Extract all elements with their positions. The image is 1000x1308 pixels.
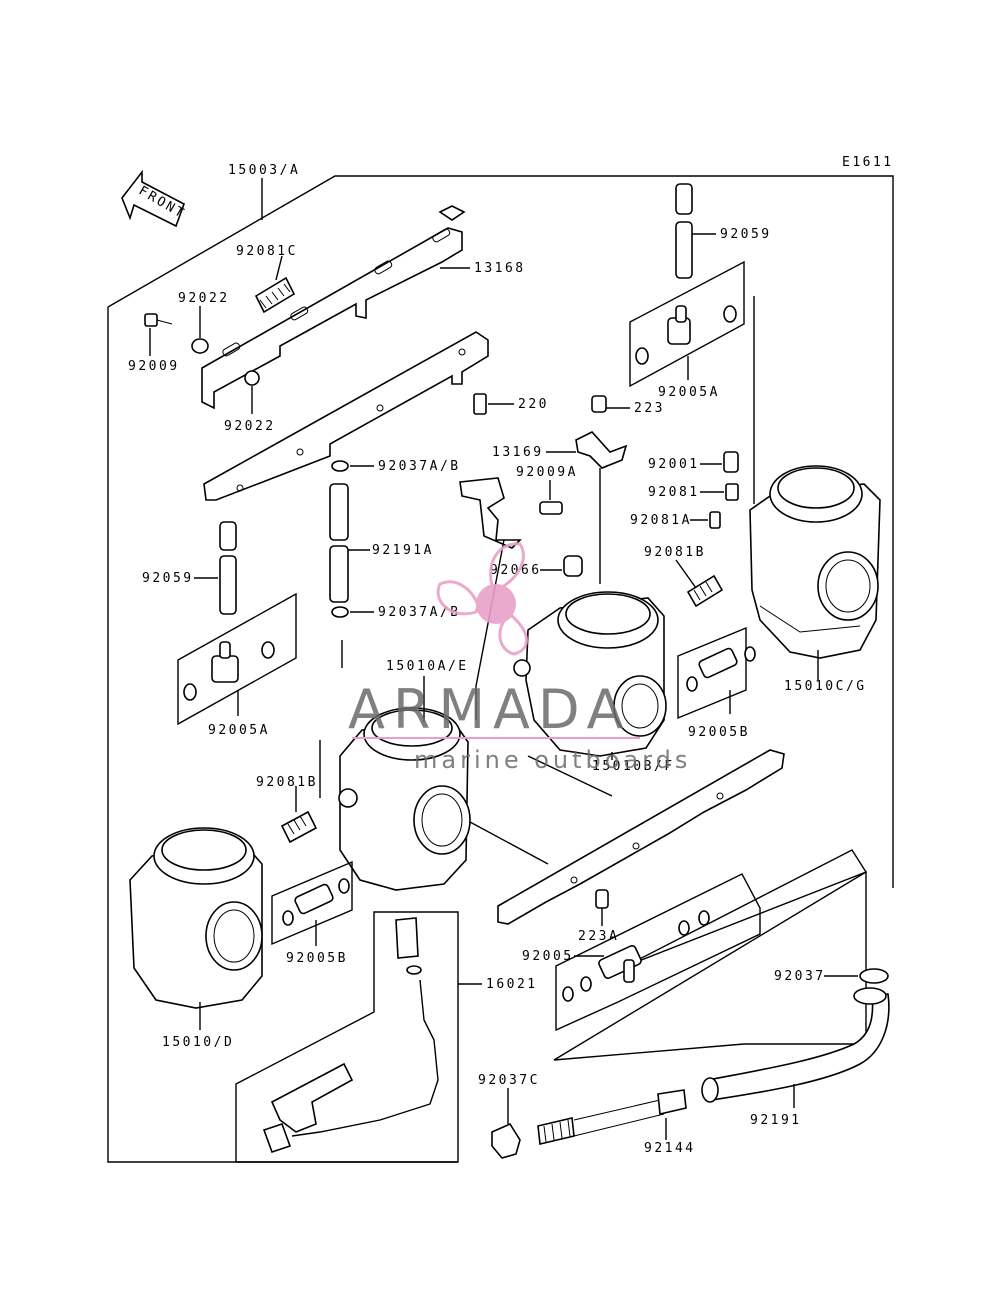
screw-92001 [723,451,739,473]
linkage-plate-lower [203,331,489,501]
hose-92191 [707,993,890,1101]
label-92059-top: 92059 [720,227,772,242]
armada-watermark: ARMADA marine outboards [348,542,691,774]
label-92081c: 92081C [236,244,298,259]
label-92191: 92191 [750,1113,802,1128]
clamp-92037ab-upper [331,460,349,472]
label-92059-left: 92059 [142,571,194,586]
label-92005a-left: 92005A [208,723,270,738]
bracket-13169 [575,431,628,469]
label-92037: 92037 [774,969,826,984]
label-15010d: 15010/D [162,1035,234,1050]
label-92144: 92144 [644,1141,696,1156]
label-92009a: 92009A [516,465,578,480]
label-92005b-left: 92005B [286,951,348,966]
fitting-92005 [562,910,710,1002]
watermark-tagline: marine outboards [414,746,691,774]
label-92081b-right: 92081B [644,545,706,560]
label-92037ab-lower: 92037A/B [378,605,461,620]
label-92005: 92005 [522,949,574,964]
screw-92009 [144,313,173,327]
linkage-plate-upper [201,205,466,410]
label-13169: 13169 [492,445,544,460]
watermark-brand: ARMADA [348,678,632,741]
screw-223 [591,395,607,413]
fitting-92005a-left [183,641,275,701]
box-92005a-top [629,260,745,388]
box-92005-inner [625,849,868,967]
clamp-92037c [491,1122,521,1159]
fitting-92005b-left [282,878,350,926]
label-92022-bottom: 92022 [224,419,276,434]
label-92009: 92009 [128,359,180,374]
spring-92081b-right [686,574,724,608]
label-92005b-right: 92005B [688,725,750,740]
fitting-92005a-top [635,305,737,365]
spring-92081a [709,511,721,529]
screw-223a [595,889,609,909]
box-16021 [235,911,459,1163]
cap-92066 [563,555,583,577]
tube-92191a [329,483,349,603]
label-92081b-left: 92081B [256,775,318,790]
linkage-arm [459,477,522,549]
spring-92081 [725,483,739,501]
diagram-code: E1611 [842,155,894,170]
label-15010ae: 15010A/E [386,659,469,674]
screw-220 [473,393,487,415]
carburetor-15010d [129,827,263,1009]
label-92081a: 92081A [630,513,692,528]
label-15010bf: 15010B/F [592,759,675,774]
label-13168: 13168 [474,261,526,276]
label-92005a-top: 92005A [658,385,720,400]
carburetor-15010bf [513,591,667,757]
box-92005 [555,873,761,1032]
label-92022-top: 92022 [178,291,230,306]
spring-92144 [537,1089,687,1145]
tube-92059-top [675,183,693,279]
box-92005a-left [177,592,297,726]
front-arrow-icon: FRONT [121,169,188,228]
clamp-92037ab-lower [331,606,349,618]
label-223a: 223A [578,929,619,944]
spring-92081b-left [280,810,318,844]
link-plate-lower-right [497,749,785,925]
tube-92059-left [219,521,237,615]
washer-92022 [191,338,209,354]
label-92037ab-upper: 92037A/B [378,459,461,474]
label-16021: 16021 [486,977,538,992]
spring-92081c [254,276,296,314]
propeller-logo-icon [436,542,528,656]
box-92005b-right [677,626,747,720]
carburetor-15010cg [749,465,881,659]
box-92005b-left [271,860,353,946]
cable-16021 [262,917,439,1154]
label-15003-a: 15003/A [228,163,300,178]
label-92081: 92081 [648,485,700,500]
label-223: 223 [634,401,665,416]
label-220: 220 [518,397,549,412]
label-92066: 92066 [490,563,542,578]
assembly-outline-top [107,175,894,888]
clamp-92037 [859,968,889,984]
label-92001: 92001 [648,457,700,472]
label-92037c: 92037C [478,1073,540,1088]
washer-92022-lower [244,370,260,386]
label-15010cg: 15010C/G [784,679,867,694]
fitting-92005b-right [686,646,756,692]
screw-92009a [539,501,563,515]
label-92191a: 92191A [372,543,434,558]
